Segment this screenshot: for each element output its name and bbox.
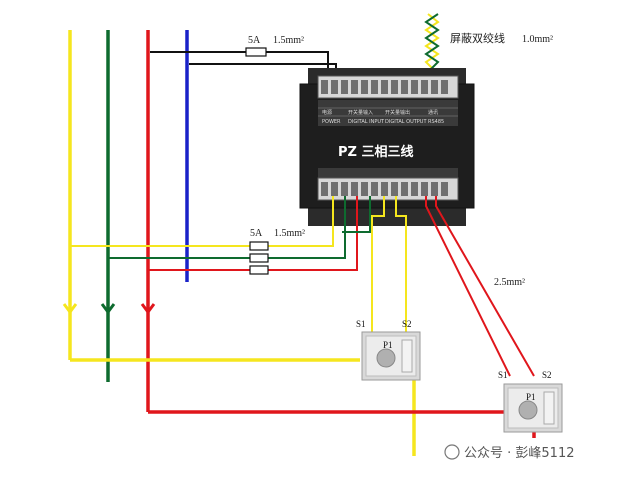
pz-meter: 电源 开关量输入 开关量输出 通讯 POWER DIGITAL INPUT DI… [299, 68, 475, 226]
shield-wire-label: 屏蔽双绞线 [450, 31, 505, 45]
fuse-top-size: 1.5mm² [273, 35, 304, 46]
fuse-a [249, 241, 269, 251]
meter-top-en-4: RS485 [428, 119, 444, 125]
ct2-s1: S1 [498, 370, 508, 380]
voltage-sense-wires [70, 196, 371, 275]
shielded-pair [424, 13, 440, 82]
fuse-top-current: 5A [248, 35, 261, 46]
shield-wire-size: 1.0mm² [522, 34, 553, 45]
fuse-top [245, 47, 267, 57]
ct2-wires [148, 196, 536, 440]
wechat-icon [444, 444, 460, 460]
meter-top-label-1: 电源 [322, 109, 332, 116]
ct1-s1: S1 [356, 319, 366, 329]
ct1-p1: P1 [383, 340, 393, 350]
current-transformer-2 [503, 383, 563, 433]
meter-title: PZ 三相三线 [338, 144, 413, 160]
ct2-p1: P1 [526, 392, 536, 402]
ct1-s2: S2 [402, 319, 412, 329]
ct2-s2: S2 [542, 370, 552, 380]
meter-top-en-1: POWER [322, 119, 341, 125]
ct-wire-size: 2.5mm² [494, 277, 525, 288]
fuse-c [249, 265, 269, 275]
watermark: 公众号 · 彭峰5112 [444, 444, 574, 461]
meter-top-en-2: DIGITAL INPUT [348, 119, 385, 125]
fuse-bottom-size: 1.5mm² [274, 228, 305, 239]
fuse-b [249, 253, 269, 263]
meter-top-label-3: 开关量输出 [385, 109, 410, 116]
current-transformer-1 [361, 331, 421, 381]
meter-top-label-4: 通讯 [428, 109, 438, 116]
meter-top-label-2: 开关量输入 [348, 109, 373, 116]
watermark-text: 公众号 · 彭峰5112 [464, 446, 574, 461]
fuse-bottom-current: 5A [250, 228, 263, 239]
bus-lines [62, 30, 189, 412]
meter-top-en-3: DIGITAL OUTPUT [385, 119, 427, 125]
